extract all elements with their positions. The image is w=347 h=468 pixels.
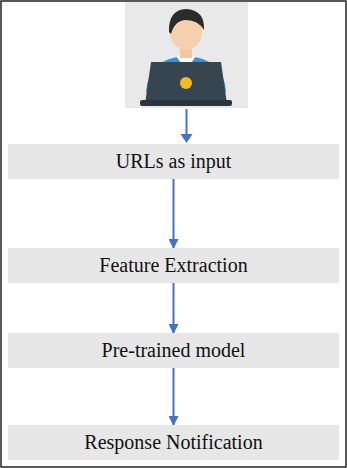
flow-arrow bbox=[173, 179, 175, 248]
process-band: Pre-trained model bbox=[8, 333, 339, 368]
process-band: Feature Extraction bbox=[8, 248, 339, 283]
step-label: URLs as input bbox=[116, 150, 232, 173]
process-band: URLs as input bbox=[8, 144, 339, 179]
step-label: Feature Extraction bbox=[99, 254, 247, 277]
flow-arrow bbox=[173, 368, 175, 425]
process-band: Response Notification bbox=[8, 425, 339, 460]
step-label: Pre-trained model bbox=[102, 339, 246, 362]
step-label: Response Notification bbox=[84, 431, 262, 454]
flow-arrow bbox=[173, 283, 175, 333]
